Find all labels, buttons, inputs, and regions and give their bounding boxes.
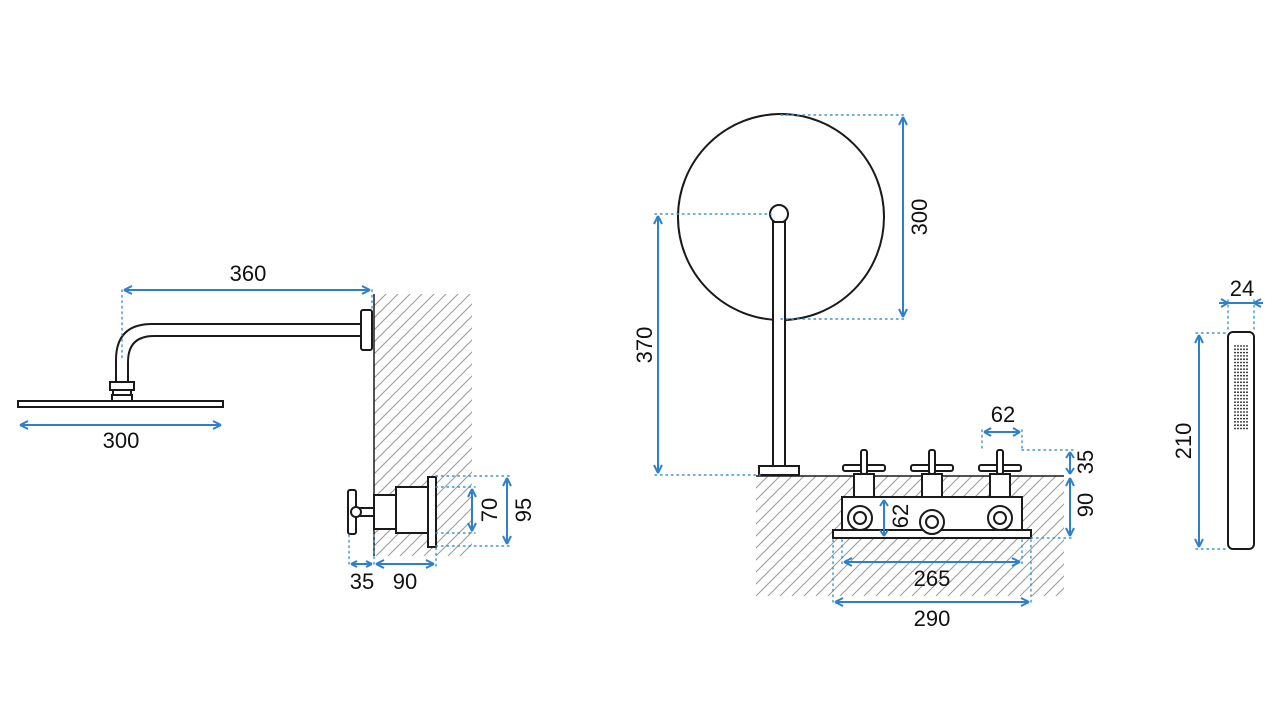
dim-hand-shower-width-label: 24	[1230, 276, 1254, 301]
dim-front-plate-width: 290	[832, 539, 1032, 631]
dim-side-valve: 35 90	[348, 534, 437, 594]
cross-handle-right	[978, 449, 1022, 498]
cross-handle-center	[910, 449, 954, 498]
dim-side-head-diameter-label: 300	[103, 428, 140, 453]
dim-hand-shower-length: 210	[1171, 332, 1229, 550]
side-view: 360 300 35 90	[17, 261, 536, 594]
spray-nozzle-grid	[1234, 345, 1248, 430]
dim-front-handle-height-label: 35	[1073, 450, 1098, 474]
dim-side-valve-projection-label: 35	[350, 569, 374, 594]
dim-front-arm-height: 370	[632, 213, 772, 476]
dim-front-knob-spacing: 62	[879, 499, 913, 537]
knob-right	[987, 505, 1013, 531]
dim-front-handle-spacing: 62	[981, 402, 1023, 451]
front-view: 300 370 62 35	[632, 113, 1098, 631]
dim-side-plate: 70 95	[435, 475, 536, 547]
dim-side-plate-inner-label: 70	[477, 498, 502, 522]
cross-handles	[842, 449, 1022, 498]
wall-valve-side	[347, 476, 437, 548]
dim-front-box-width: 265	[841, 539, 1023, 591]
dim-side-arm-length: 360	[121, 261, 373, 361]
dim-front-head-diameter: 300	[780, 114, 932, 320]
dim-front-handle-height: 35	[1021, 449, 1098, 475]
hand-shower: 24 210	[1171, 276, 1263, 550]
dim-front-head-diameter-label: 300	[907, 199, 932, 236]
dim-side-valve-depth-label: 90	[393, 569, 417, 594]
valve-box-front	[832, 496, 1032, 539]
shower-head-side	[17, 394, 224, 408]
dim-hand-shower-width: 24	[1219, 276, 1263, 333]
dim-front-box-width-label: 265	[914, 566, 951, 591]
dim-front-handle-spacing-label: 62	[991, 402, 1015, 427]
cross-handle-left	[842, 449, 886, 498]
dim-side-plate-outer-label: 95	[511, 498, 536, 522]
dim-hand-shower-length-label: 210	[1171, 423, 1196, 460]
dim-front-box-height: 90	[1030, 477, 1098, 539]
knob-center	[919, 509, 945, 535]
shower-arm-side	[109, 309, 373, 399]
dim-side-head-diameter: 300	[19, 420, 222, 453]
dim-front-knob-spacing-label: 62	[888, 504, 913, 528]
dim-front-arm-height-label: 370	[632, 327, 657, 364]
knob-left	[847, 505, 873, 531]
dim-front-plate-width-label: 290	[914, 606, 951, 631]
shower-arm-front	[758, 221, 800, 476]
dim-front-box-height-label: 90	[1073, 493, 1098, 517]
dim-side-arm-length-label: 360	[230, 261, 267, 286]
